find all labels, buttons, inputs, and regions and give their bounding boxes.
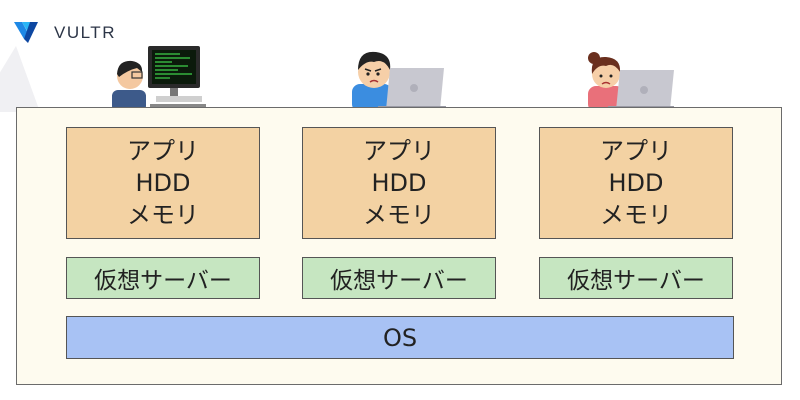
memory-label: メモリ bbox=[127, 201, 199, 229]
os-box: OS bbox=[66, 316, 734, 359]
app-label: アプリ bbox=[363, 137, 435, 165]
vultr-logo-icon bbox=[14, 22, 38, 43]
hdd-label: HDD bbox=[371, 169, 427, 197]
logo-text: VULTR bbox=[54, 23, 116, 42]
memory-label: メモリ bbox=[363, 201, 435, 229]
virtual-server-box: 仮想サーバー bbox=[539, 257, 733, 299]
background-shape bbox=[0, 46, 40, 112]
virtual-server-label: 仮想サーバー bbox=[330, 268, 468, 294]
vultr-logo: VULTR bbox=[14, 19, 116, 47]
virtual-server-box: 仮想サーバー bbox=[66, 257, 260, 299]
app-hdd-memory-box: アプリ HDD メモリ bbox=[302, 127, 496, 239]
app-label: アプリ bbox=[600, 137, 672, 165]
boy-at-laptop-icon bbox=[352, 51, 446, 112]
app-hdd-memory-box: アプリ HDD メモリ bbox=[66, 127, 260, 239]
app-hdd-memory-box: アプリ HDD メモリ bbox=[539, 127, 733, 239]
programmer-at-desktop-icon bbox=[112, 46, 206, 112]
virtual-server-box: 仮想サーバー bbox=[302, 257, 496, 299]
virtual-server-label: 仮想サーバー bbox=[94, 268, 232, 294]
hdd-label: HDD bbox=[135, 169, 191, 197]
os-label: OS bbox=[382, 323, 418, 352]
hdd-label: HDD bbox=[608, 169, 664, 197]
virtual-server-label: 仮想サーバー bbox=[567, 268, 705, 294]
memory-label: メモリ bbox=[600, 201, 672, 229]
girl-at-laptop-icon bbox=[588, 52, 674, 112]
app-label: アプリ bbox=[127, 137, 199, 165]
